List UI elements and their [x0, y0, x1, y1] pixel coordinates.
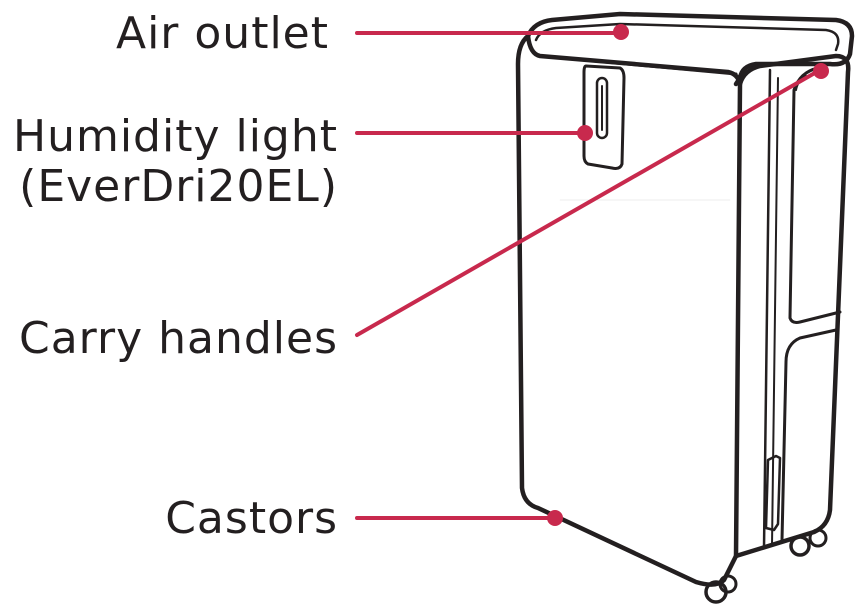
label-humidity-light-line1: Humidity light: [12, 111, 338, 162]
label-humidity-light-line2: (EverDri20EL): [19, 161, 338, 212]
callout-dot-air-outlet: [613, 24, 629, 40]
label-castors: Castors: [165, 493, 338, 544]
humidity-panel: [582, 64, 626, 170]
side-seam: [762, 68, 772, 550]
tank-window: [764, 454, 782, 532]
label-carry-handles: Carry handles: [18, 313, 338, 364]
castor-rear-2: [808, 528, 828, 548]
callout-dot-carry-handles: [813, 63, 829, 79]
carry-handle-recess: [788, 66, 842, 324]
callout-line-carry-handles: [355, 68, 822, 337]
water-tank-panel: [780, 328, 838, 542]
castor-front-right-2: [718, 574, 738, 594]
castor-rear-1: [789, 535, 811, 557]
callout-dot-castors: [547, 510, 563, 526]
top-lid-rim: [534, 22, 840, 52]
label-humidity-light: Humidity light (EverDri20EL): [13, 112, 338, 212]
label-air-outlet: Air outlet: [115, 8, 329, 59]
top-lid: [525, 11, 855, 87]
side-panel: [733, 53, 851, 559]
front-top-edge: [538, 54, 738, 76]
callouts: [355, 24, 829, 526]
side-seam-2: [771, 77, 779, 547]
callout-dot-humidity-light: [577, 125, 593, 141]
humidity-light-slot: [595, 76, 609, 140]
front-panel: [515, 33, 743, 587]
dehumidifier-outline: [515, 11, 855, 604]
